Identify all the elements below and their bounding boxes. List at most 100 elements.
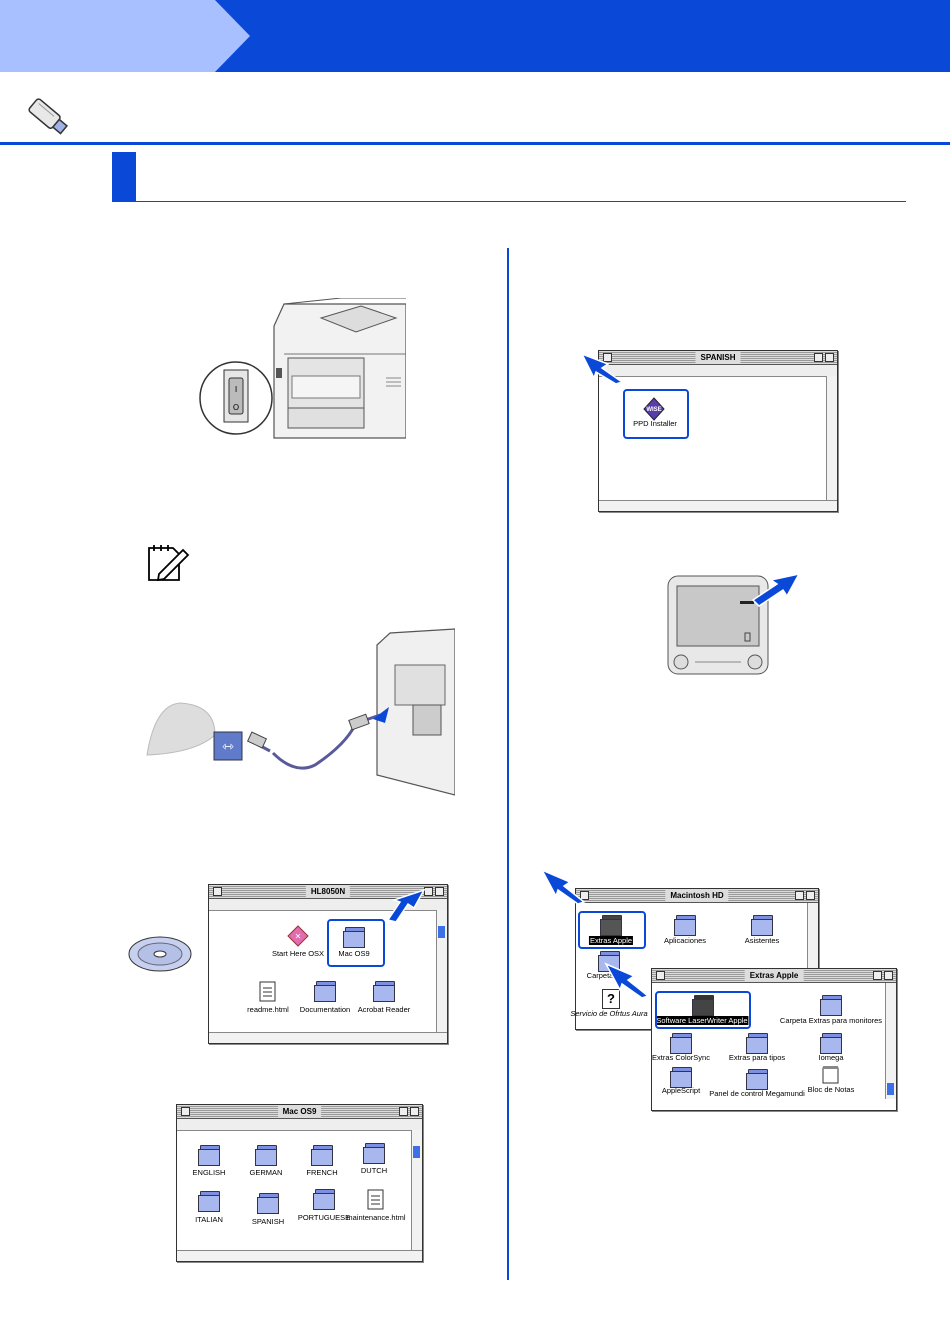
collapse-box[interactable] <box>806 891 815 900</box>
close-box[interactable] <box>213 887 222 896</box>
folder-icon[interactable] <box>313 1189 335 1210</box>
question-icon[interactable]: ? <box>602 989 620 1009</box>
vertical-scrollbar[interactable] <box>826 376 837 500</box>
item-label: Aplicaciones <box>663 936 707 945</box>
zoom-box[interactable] <box>795 891 804 900</box>
vertical-scrollbar[interactable] <box>885 983 896 1099</box>
window-spanish: SPANISH WISE PPD Installer <box>598 350 838 512</box>
collapse-box[interactable] <box>435 887 444 896</box>
pointer-arrow-icon <box>604 962 650 999</box>
folder-icon[interactable] <box>692 995 714 1016</box>
svg-text:WISE: WISE <box>646 407 661 413</box>
selection-highlight <box>578 911 646 949</box>
printer-power-switch-illustration: I O <box>199 298 406 439</box>
collapse-box[interactable] <box>825 353 834 362</box>
collapse-box[interactable] <box>410 1107 419 1116</box>
close-box[interactable] <box>580 891 589 900</box>
horizontal-scrollbar[interactable] <box>599 500 837 511</box>
vertical-scrollbar[interactable] <box>436 910 447 1032</box>
usb-connection-illustration: ⇿ <box>146 628 455 796</box>
collapse-box[interactable] <box>884 971 893 980</box>
window-title: Macintosh HD <box>665 890 729 901</box>
folder-icon[interactable] <box>746 1069 768 1090</box>
item-label: Extras Apple <box>588 936 634 945</box>
html-file-icon[interactable] <box>367 1189 385 1211</box>
item-label: Extras ColorSync <box>652 1053 710 1062</box>
horizontal-scrollbar[interactable] <box>177 1250 422 1261</box>
window-header <box>599 365 837 377</box>
close-box[interactable] <box>181 1107 190 1116</box>
close-box[interactable] <box>603 353 612 362</box>
pointer-arrow-icon <box>580 352 624 385</box>
window-title: Extras Apple <box>744 970 804 981</box>
item-label: SPANISH <box>251 1217 285 1226</box>
vertical-scrollbar[interactable] <box>807 903 818 1018</box>
header-divider <box>0 142 950 145</box>
item-label: Acrobat Reader <box>357 1005 411 1014</box>
window-header <box>209 899 447 911</box>
folder-icon[interactable] <box>674 915 696 936</box>
cd-rom-icon <box>128 936 192 972</box>
folder-icon[interactable] <box>255 1145 277 1166</box>
folder-icon[interactable] <box>311 1145 333 1166</box>
window-title: HL8050N <box>305 886 351 897</box>
folder-icon[interactable] <box>373 981 395 1002</box>
item-label: readme.html <box>247 1005 289 1014</box>
folder-icon[interactable] <box>198 1191 220 1212</box>
window-hl8050n: HL8050N ✕ Start Here OSX Mac OS9 readme.… <box>208 884 448 1044</box>
folder-icon[interactable] <box>746 1033 768 1054</box>
close-box[interactable] <box>656 971 665 980</box>
monitor-illustration <box>667 573 800 675</box>
folder-icon[interactable] <box>670 1067 692 1088</box>
item-label: Panel de control Megamundi <box>709 1089 805 1098</box>
item-label: PORTUGUESE <box>297 1213 351 1222</box>
item-label: Bloc de Notas <box>807 1085 855 1094</box>
selection-highlight <box>623 389 689 439</box>
svg-text:I: I <box>235 385 237 394</box>
installer-icon[interactable]: WISE <box>643 397 665 421</box>
vertical-scrollbar[interactable] <box>411 1130 422 1250</box>
selection-highlight <box>655 991 751 1029</box>
pointer-arrow-icon <box>386 888 426 923</box>
window-titlebar[interactable]: Macintosh HD <box>576 889 818 903</box>
item-label: Documentation <box>299 1005 351 1014</box>
window-header <box>177 1119 422 1131</box>
svg-text:✕: ✕ <box>295 932 302 941</box>
step-marker <box>112 152 136 202</box>
selection-highlight <box>327 919 385 967</box>
section-tab <box>0 0 250 72</box>
item-label: ENGLISH <box>192 1168 226 1177</box>
folder-icon[interactable] <box>257 1193 279 1214</box>
pointer-arrow-icon <box>540 868 586 905</box>
zoom-box[interactable] <box>814 353 823 362</box>
folder-icon[interactable] <box>820 995 842 1016</box>
notepad-icon[interactable] <box>822 1065 840 1085</box>
folder-icon[interactable] <box>363 1143 385 1164</box>
item-label: Mac OS9 <box>338 949 370 958</box>
item-label: Iomega <box>818 1053 844 1062</box>
zoom-box[interactable] <box>873 971 882 980</box>
window-title: Mac OS9 <box>277 1106 322 1117</box>
folder-icon[interactable] <box>314 981 336 1002</box>
folder-icon[interactable] <box>198 1145 220 1166</box>
html-file-icon[interactable] <box>259 981 277 1003</box>
horizontal-scrollbar[interactable] <box>209 1032 447 1043</box>
window-titlebar[interactable]: Mac OS9 <box>177 1105 422 1119</box>
window-titlebar[interactable]: SPANISH <box>599 351 837 365</box>
folder-icon[interactable] <box>670 1033 692 1054</box>
zoom-box[interactable] <box>399 1107 408 1116</box>
window-mac-os9: Mac OS9 ENGLISH GERMAN FRENCH DUTCH ITAL… <box>176 1104 423 1262</box>
svg-text:⇿: ⇿ <box>222 739 234 755</box>
folder-icon[interactable] <box>600 915 622 936</box>
window-titlebar[interactable]: Extras Apple <box>652 969 896 983</box>
item-label: Extras para tipos <box>728 1053 786 1062</box>
item-label: maintenance.html <box>346 1213 406 1222</box>
folder-icon[interactable] <box>751 915 773 936</box>
item-label: Asistentes <box>744 936 780 945</box>
start-here-icon[interactable]: ✕ <box>287 925 309 947</box>
folder-icon[interactable] <box>343 927 365 948</box>
folder-icon[interactable] <box>820 1033 842 1054</box>
item-label: Start Here OSX <box>271 949 325 958</box>
zoom-box[interactable] <box>424 887 433 896</box>
window-titlebar[interactable]: HL8050N <box>209 885 447 899</box>
